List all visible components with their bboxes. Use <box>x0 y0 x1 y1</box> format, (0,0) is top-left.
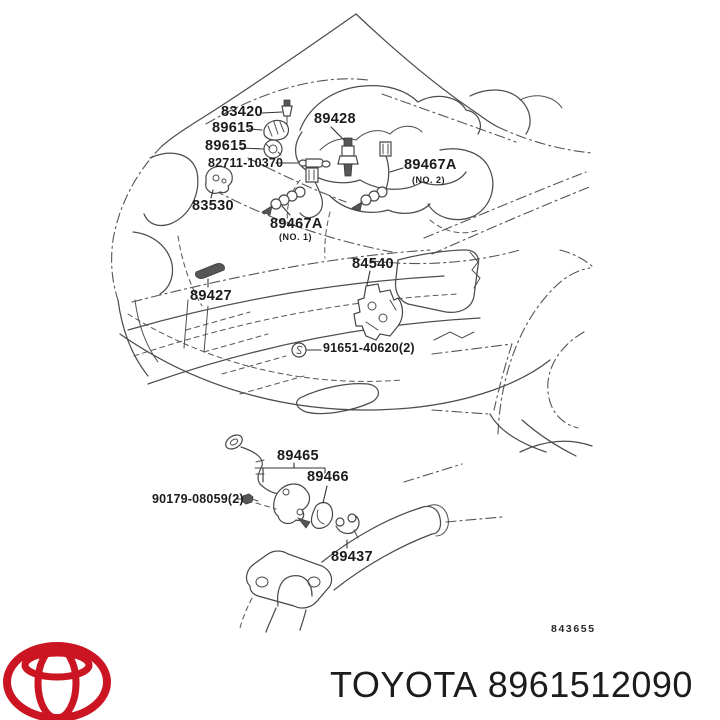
drawing-number: 843655 <box>551 623 596 635</box>
brand-name: TOYOTA <box>330 664 478 705</box>
part-label-89427: 89427 <box>190 288 232 304</box>
part-label-89467a-no2-sub: (NO. 2) <box>412 175 446 185</box>
part-label-89428: 89428 <box>314 111 356 127</box>
part-label-83420: 83420 <box>221 104 263 120</box>
part-label-89465: 89465 <box>277 448 319 464</box>
part-label-90179-08059: 90179-08059(2) <box>152 492 244 506</box>
part-label-89466: 89466 <box>307 469 349 485</box>
part-label-82711-10370: 82711-10370 <box>208 156 284 170</box>
catalog-part-number: 8961512090 <box>487 664 693 705</box>
part-label-84540: 84540 <box>352 256 394 272</box>
part-label-89615-upper: 89615 <box>212 120 254 136</box>
part-label-89615-lower: 89615 <box>205 138 247 154</box>
part-label-89467a-no1: 89467A <box>270 216 323 232</box>
part-label-89437: 89437 <box>331 549 373 565</box>
toyota-logo-icon <box>2 641 114 720</box>
part-label-89467a-no1-sub: (NO. 1) <box>279 232 313 242</box>
part-label-83530: 83530 <box>192 198 234 214</box>
part-label-89467a-no2: 89467A <box>404 157 457 173</box>
part-label-91651-40620: 91651-40620(2) <box>323 341 415 355</box>
